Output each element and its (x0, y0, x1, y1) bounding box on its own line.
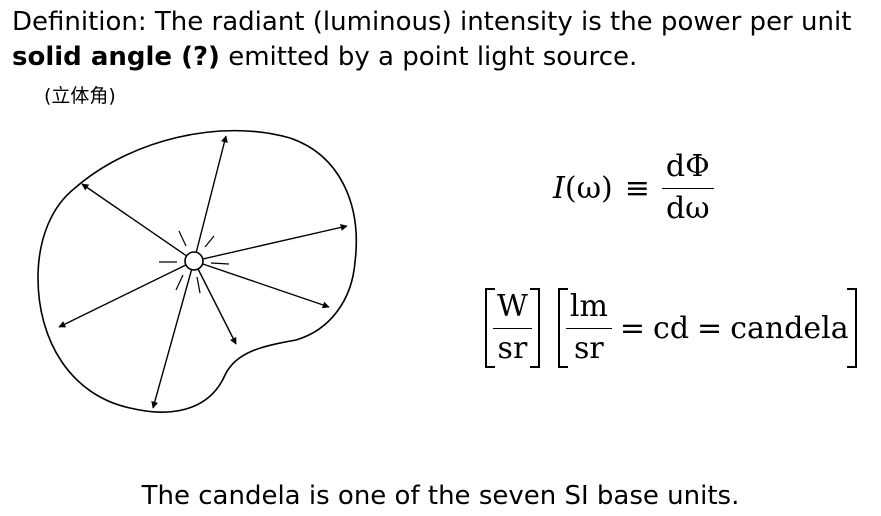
arrow-lower-right (193, 260, 330, 309)
fraction-denominator: dω (665, 190, 710, 226)
emission-arrows (58, 135, 348, 409)
unit-cd: cd (653, 310, 690, 346)
solid-angle-term: solid angle (?) (12, 42, 220, 72)
footer-caption: The candela is one of the seven SI base … (141, 481, 740, 511)
unit-bracket-radiant: W sr (485, 287, 540, 369)
arrow-upper-left (81, 183, 195, 262)
arrow-down (151, 260, 195, 409)
unit-lumen: lm (569, 289, 608, 324)
arrow-up (193, 135, 228, 262)
fraction-numerator: dΦ (665, 149, 710, 184)
intensity-symbol: I (553, 170, 565, 206)
emitting-surface-outline (37, 129, 357, 413)
equals-sign-2: = (697, 310, 723, 346)
point-light-source (184, 251, 204, 271)
light-rays (159, 230, 230, 294)
intensity-argument: (ω) (564, 170, 613, 206)
definition-line-1: Definition: The radiant (luminous) inten… (12, 7, 852, 37)
unit-watt: W (497, 289, 528, 324)
definition-line-2: solid angle (?) emitted by a point light… (12, 41, 637, 73)
unit-bracket-luminous: lm sr = cd = candela (557, 287, 857, 369)
equiv-sign: ≡ (624, 170, 650, 206)
definition-line-2-rest: emitted by a point light source. (219, 42, 638, 72)
unit-candela: candela (730, 310, 849, 346)
arrow-right (193, 223, 348, 262)
arrow-lower-left (58, 260, 195, 328)
equals-sign-1: = (619, 310, 646, 346)
unit-steradian-1: sr (497, 330, 528, 366)
unit-steradian-2: sr (573, 330, 604, 366)
arrow-down-right (193, 260, 237, 345)
intensity-equation: I (ω) ≡ dΦ dω (553, 149, 714, 226)
intensity-fraction: dΦ dω (661, 149, 714, 226)
unit-equation: W sr lm sr = cd = candela (485, 287, 857, 369)
solid-angle-note: (立体角) (44, 85, 116, 107)
